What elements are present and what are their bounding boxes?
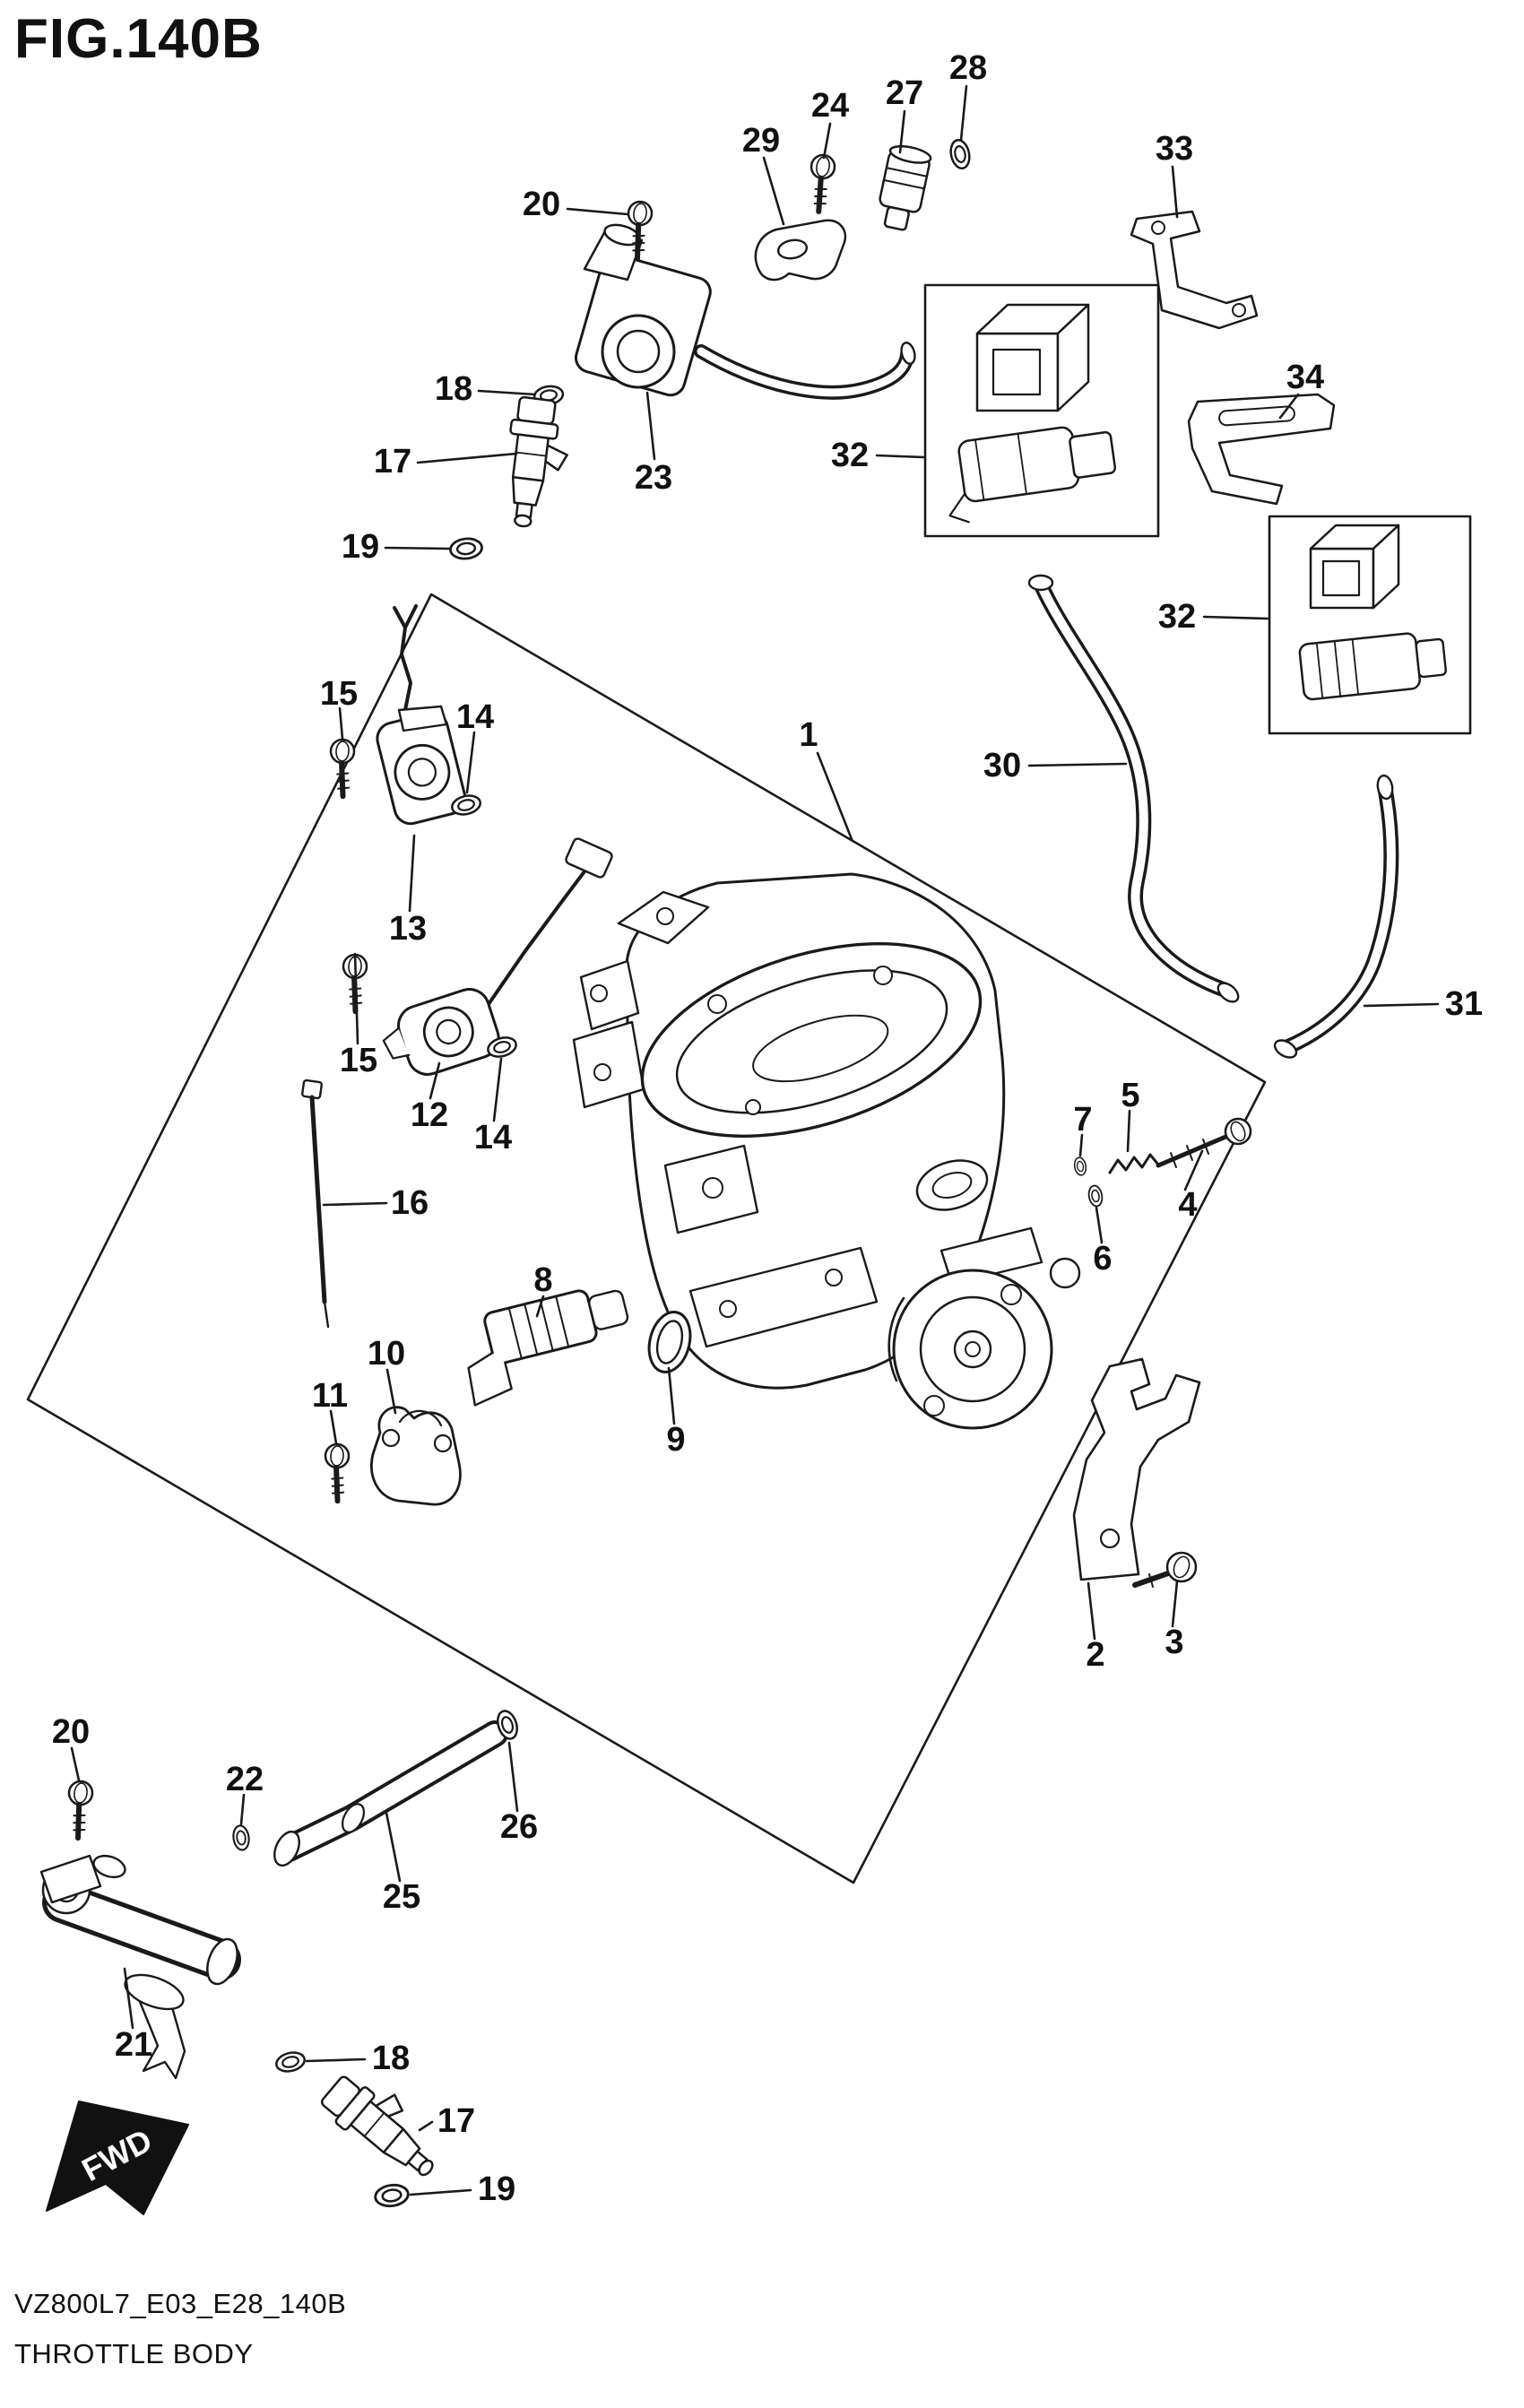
screw-15-a: [328, 739, 355, 797]
cable-tie-16: [301, 1078, 330, 1329]
callout-21: 21: [114, 2026, 153, 2064]
callout-17-b: 17: [437, 2102, 476, 2140]
leader-lines: [70, 84, 1440, 2196]
footer-figure-name: THROTTLE BODY: [14, 2338, 254, 2369]
callout-19-b: 19: [477, 2170, 516, 2208]
callout-6: 6: [1093, 1240, 1113, 1278]
injector-17-bottom: [316, 2060, 455, 2191]
callout-15-a: 15: [319, 675, 359, 713]
screw-20-bottom: [63, 1780, 94, 1839]
washer-22: [230, 1823, 252, 1852]
callout-11: 11: [311, 1377, 349, 1415]
hose-31: [1273, 774, 1399, 1059]
callout-19-a: 19: [341, 528, 380, 566]
callout-4: 4: [1178, 1186, 1198, 1224]
callout-20-a: 20: [522, 186, 561, 223]
bracket-33: [1130, 210, 1259, 330]
oring-9: [647, 1311, 692, 1373]
callout-29: 29: [741, 122, 781, 160]
fuel-joint-21: [39, 1854, 241, 2080]
sensor-23-assembly: [574, 223, 916, 400]
screw-15-b: [341, 954, 368, 1012]
screw-24: [804, 153, 837, 213]
oring-19-top: [447, 535, 485, 562]
spring-5: [1108, 1153, 1160, 1174]
callout-27: 27: [885, 74, 924, 112]
callout-3: 3: [1165, 1624, 1184, 1661]
sensor-12: [382, 837, 613, 1076]
callout-33: 33: [1155, 130, 1194, 168]
callout-34: 34: [1286, 359, 1325, 396]
solenoid-27: [879, 144, 932, 231]
screw-3: [1132, 1551, 1198, 1588]
callout-2: 2: [1086, 1636, 1105, 1674]
injector-17-top: [498, 394, 575, 533]
callout-1: 1: [799, 716, 818, 754]
fwd-marker: FWD: [46, 2101, 189, 2215]
fuel-pipe-25: [273, 1720, 508, 1867]
throttle-stop-screw-4: [1156, 1117, 1252, 1168]
callout-22: 22: [225, 1761, 264, 1798]
callout-17-a: 17: [373, 443, 412, 481]
callout-15-b: 15: [339, 1042, 378, 1079]
callout-24: 24: [810, 87, 850, 125]
callout-14-a: 14: [455, 698, 495, 736]
callout-10: 10: [367, 1335, 406, 1373]
washer-7: [1072, 1156, 1088, 1177]
callout-14-b: 14: [473, 1119, 513, 1156]
callout-12: 12: [410, 1096, 449, 1134]
figure-title: FIG.140B: [14, 8, 263, 70]
callout-7: 7: [1073, 1101, 1093, 1139]
oring-18-bottom: [273, 2049, 308, 2075]
bracket-10: [370, 1406, 462, 1506]
washer-6: [1087, 1183, 1104, 1208]
callout-28: 28: [948, 49, 988, 87]
throttle-body: [572, 872, 1081, 1430]
callout-25: 25: [382, 1878, 421, 1916]
sensor-13: [376, 604, 467, 826]
bracket-29: [754, 219, 847, 282]
callout-32-a: 32: [830, 437, 870, 474]
callout-18-a: 18: [434, 370, 473, 408]
connector-box-32-b: [1268, 515, 1472, 735]
callout-32-b: 32: [1157, 598, 1197, 636]
assembly-outline: [26, 593, 1267, 1884]
callout-16: 16: [390, 1184, 429, 1222]
callout-9: 9: [666, 1421, 686, 1459]
callout-31: 31: [1444, 985, 1484, 1023]
callout-8: 8: [533, 1261, 553, 1299]
oring-28: [947, 137, 974, 171]
callout-18-b: 18: [371, 2040, 411, 2077]
connector-box-32-a: [923, 283, 1160, 538]
hose-30: [1027, 574, 1240, 1003]
sensor-8: [467, 1289, 629, 1407]
oring-19-bottom: [372, 2181, 411, 2210]
callout-30: 30: [983, 747, 1022, 784]
screw-11: [323, 1443, 350, 1502]
bracket-34: [1187, 393, 1336, 506]
callout-23: 23: [634, 459, 673, 497]
footer-part-code: VZ800L7_E03_E28_140B: [14, 2288, 347, 2319]
bracket-2: [1072, 1357, 1201, 1581]
callout-20-b: 20: [51, 1713, 91, 1751]
callout-13: 13: [388, 910, 428, 948]
callout-26: 26: [499, 1808, 539, 1846]
callout-5: 5: [1121, 1077, 1140, 1114]
